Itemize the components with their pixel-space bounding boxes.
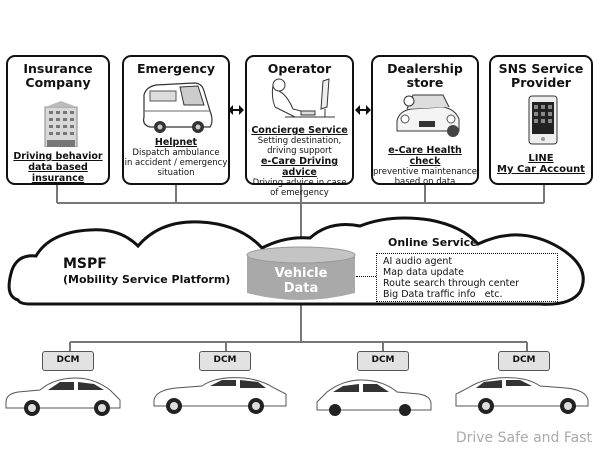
- online-service-item: Route search through center: [383, 278, 520, 289]
- hatchback-car-icon: [316, 379, 432, 416]
- ecare-driving-advice-link[interactable]: e-Care Driving advice: [260, 156, 339, 178]
- dotted-connector: [356, 276, 376, 277]
- online-service-title: Online Service: [388, 236, 478, 249]
- dcm-module: DCM: [357, 351, 409, 371]
- database-icon: [246, 246, 356, 300]
- hatchback-car-icon: [5, 377, 121, 416]
- operator-box: Operator Concierge Service Setting desti…: [245, 55, 354, 198]
- office-building-icon: [44, 101, 78, 147]
- platform-title: MSPF: [63, 256, 107, 272]
- watermark: Drive Safe and Fast: [455, 430, 592, 446]
- ecare-health-check-link[interactable]: e-Care Health check: [388, 145, 462, 167]
- ambulance-icon: [143, 82, 213, 133]
- operator-person-icon: [271, 78, 335, 118]
- platform-subtitle: (Mobility Service Platform): [63, 273, 231, 286]
- double-arrow-icon: [228, 105, 244, 115]
- box-title: Emergency: [136, 61, 216, 76]
- online-service-item: Map data update: [383, 267, 464, 278]
- dcm-module: DCM: [42, 351, 94, 371]
- smartphone-icon: [528, 95, 558, 145]
- sedan-car-icon: [455, 377, 589, 414]
- helpnet-link[interactable]: Helpnet: [154, 137, 198, 148]
- box-title: Operator: [267, 61, 332, 76]
- online-service-item: Big Data traffic info etc.: [383, 289, 503, 300]
- dcm-module: DCM: [199, 351, 251, 371]
- concierge-service-link[interactable]: Concierge Service: [251, 125, 348, 136]
- double-arrow-icon: [355, 105, 371, 115]
- dcm-module: DCM: [498, 351, 550, 371]
- mechanic-car-icon: [396, 94, 460, 137]
- sedan-car-icon: [153, 377, 287, 414]
- online-service-item: AI audio agent: [383, 256, 453, 267]
- online-service-list: AI audio agent Map data update Route sea…: [376, 253, 558, 302]
